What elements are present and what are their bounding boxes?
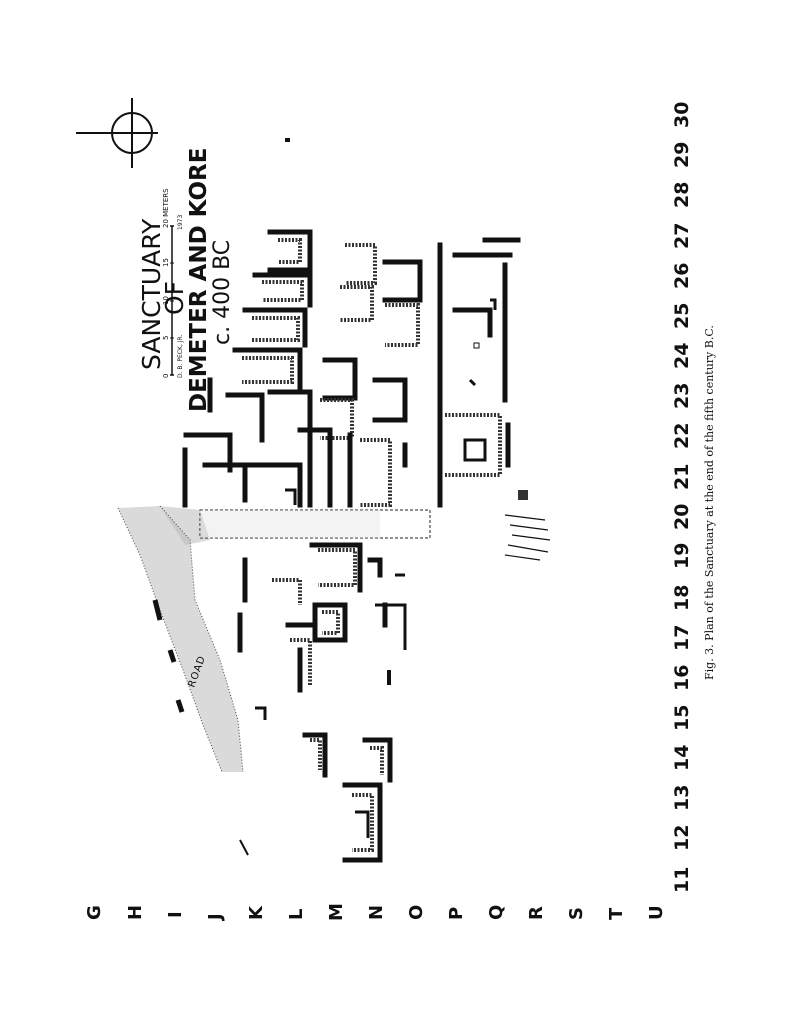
row-I: I [165, 911, 186, 918]
row-M: M [326, 903, 347, 921]
grid-columns: 11 12 13 14 15 16 17 18 19 20 21 22 23 2… [671, 102, 693, 893]
col-26: 26 [671, 263, 693, 289]
western-buildings [237, 542, 407, 863]
row-R: R [526, 906, 547, 920]
title-line-3: DEMETER AND KORE [186, 148, 212, 412]
central-stairway [199, 509, 431, 539]
row-K: K [246, 905, 267, 920]
scale-tick-0: 0 [162, 374, 170, 378]
scale-bar: 0 5 10 15 20 METERS D. B. PECK, JR. 1973 [162, 188, 184, 378]
row-G: G [84, 905, 105, 920]
col-29: 29 [671, 142, 693, 168]
scale-tick-10: 10 [162, 296, 170, 305]
road: ROAD [117, 505, 244, 773]
scale-tick-15: 15 [162, 258, 170, 267]
col-24: 24 [671, 343, 693, 369]
row-N: N [366, 905, 387, 920]
col-11: 11 [671, 867, 693, 893]
middle-terrace-buildings [297, 243, 423, 508]
upper-terrace-buildings [182, 229, 313, 508]
col-14: 14 [671, 745, 693, 771]
row-O: O [406, 905, 427, 920]
scale-tick-5: 5 [162, 336, 170, 340]
col-18: 18 [671, 585, 693, 611]
col-22: 22 [671, 423, 693, 449]
title-line-4: c. 400 BC [210, 240, 235, 345]
row-U: U [646, 905, 667, 920]
row-Q: Q [486, 905, 507, 920]
col-28: 28 [671, 182, 693, 208]
col-27: 27 [671, 223, 693, 249]
row-T: T [606, 907, 627, 920]
scale-year: 1973 [177, 215, 184, 230]
row-P: P [446, 907, 467, 920]
col-13: 13 [671, 785, 693, 811]
col-20: 20 [671, 504, 693, 530]
col-23: 23 [671, 383, 693, 409]
stairs [504, 490, 551, 561]
col-17: 17 [671, 625, 693, 651]
north-arrow-icon [76, 98, 158, 168]
figure-caption: Fig. 3. Plan of the Sanctuary at the end… [703, 325, 716, 680]
col-25: 25 [671, 303, 693, 329]
col-19: 19 [671, 543, 693, 569]
title-line-2: OF [160, 281, 189, 315]
row-H: H [125, 905, 146, 920]
col-30: 30 [671, 102, 693, 128]
grid-rows: G H I J K L M N O P Q R S T U [84, 903, 667, 922]
map-title: SANCTUARY OF DEMETER AND KORE c. 400 BC [137, 148, 235, 412]
col-12: 12 [671, 825, 693, 851]
title-line-1: SANCTUARY [137, 218, 166, 370]
scale-tick-20: 20 METERS [162, 188, 170, 228]
col-16: 16 [671, 665, 693, 691]
col-21: 21 [671, 464, 693, 490]
col-15: 15 [671, 705, 693, 731]
row-S: S [566, 907, 587, 920]
row-L: L [286, 909, 307, 920]
row-J: J [205, 913, 226, 922]
scale-credit: D. B. PECK, JR. [177, 335, 184, 378]
lower-terrace-buildings [285, 138, 521, 508]
